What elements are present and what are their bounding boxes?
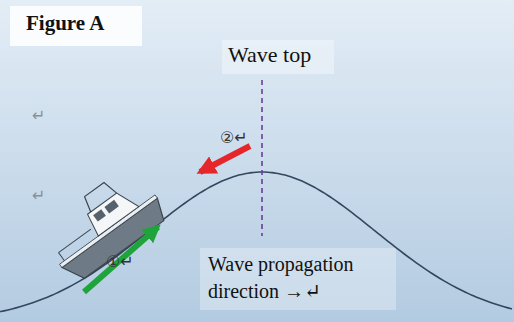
callout-number: ②↵ [220, 128, 248, 147]
paragraph-mark: ↵ [32, 186, 45, 205]
green-arrow [84, 227, 158, 292]
boat [36, 163, 170, 286]
boat-rail [59, 229, 91, 253]
boat-window [104, 200, 118, 214]
paragraph-mark: ↵ [32, 106, 45, 125]
boat-cabin [84, 187, 139, 236]
figure-title: Figure A [26, 11, 104, 36]
boat-mast [81, 180, 116, 212]
boat-rail [59, 253, 65, 261]
callout-number: ①↵ [106, 252, 134, 271]
direction-label: Wave propagation direction →↵ [208, 251, 394, 305]
wave-top-line [261, 80, 263, 236]
red-arrow [200, 146, 250, 172]
wave-curve [0, 172, 512, 312]
wave-top-label: Wave top [228, 42, 311, 68]
boat-window [93, 209, 106, 221]
text-patch [222, 40, 334, 74]
title-patch [10, 6, 142, 46]
text-patch [200, 248, 396, 310]
